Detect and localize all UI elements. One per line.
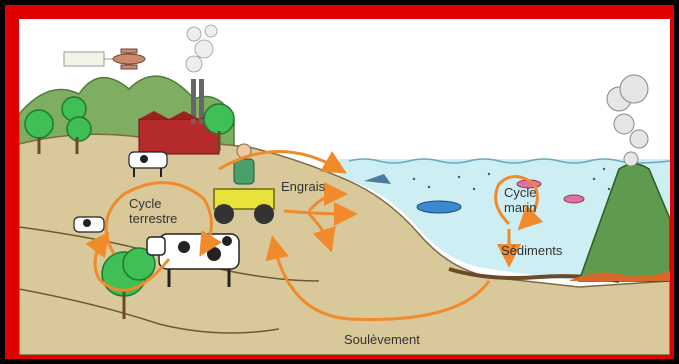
label-cycle-terrestre-1: Cycle [129, 196, 162, 211]
factory-smoke [186, 25, 217, 72]
red-border: Cycle terrestre Engrais Cycle marin Sédi… [5, 5, 674, 359]
label-cycle-marin-1: Cycle [504, 185, 537, 200]
label-engrais: Engrais [281, 179, 326, 194]
cow-lying [74, 217, 104, 232]
diagram-canvas: Cycle terrestre Engrais Cycle marin Sédi… [19, 19, 670, 355]
volcano-smoke [607, 75, 648, 166]
label-sediments: Sédiments [501, 243, 563, 258]
label-cycle-terrestre-2: terrestre [129, 211, 177, 226]
label-soulevement: Soulèvement [344, 332, 420, 347]
label-cycle-marin-2: marin [504, 200, 537, 215]
airplane-with-banner [64, 49, 145, 69]
phosphorus-cycle-diagram: Cycle terrestre Engrais Cycle marin Sédi… [19, 19, 670, 355]
